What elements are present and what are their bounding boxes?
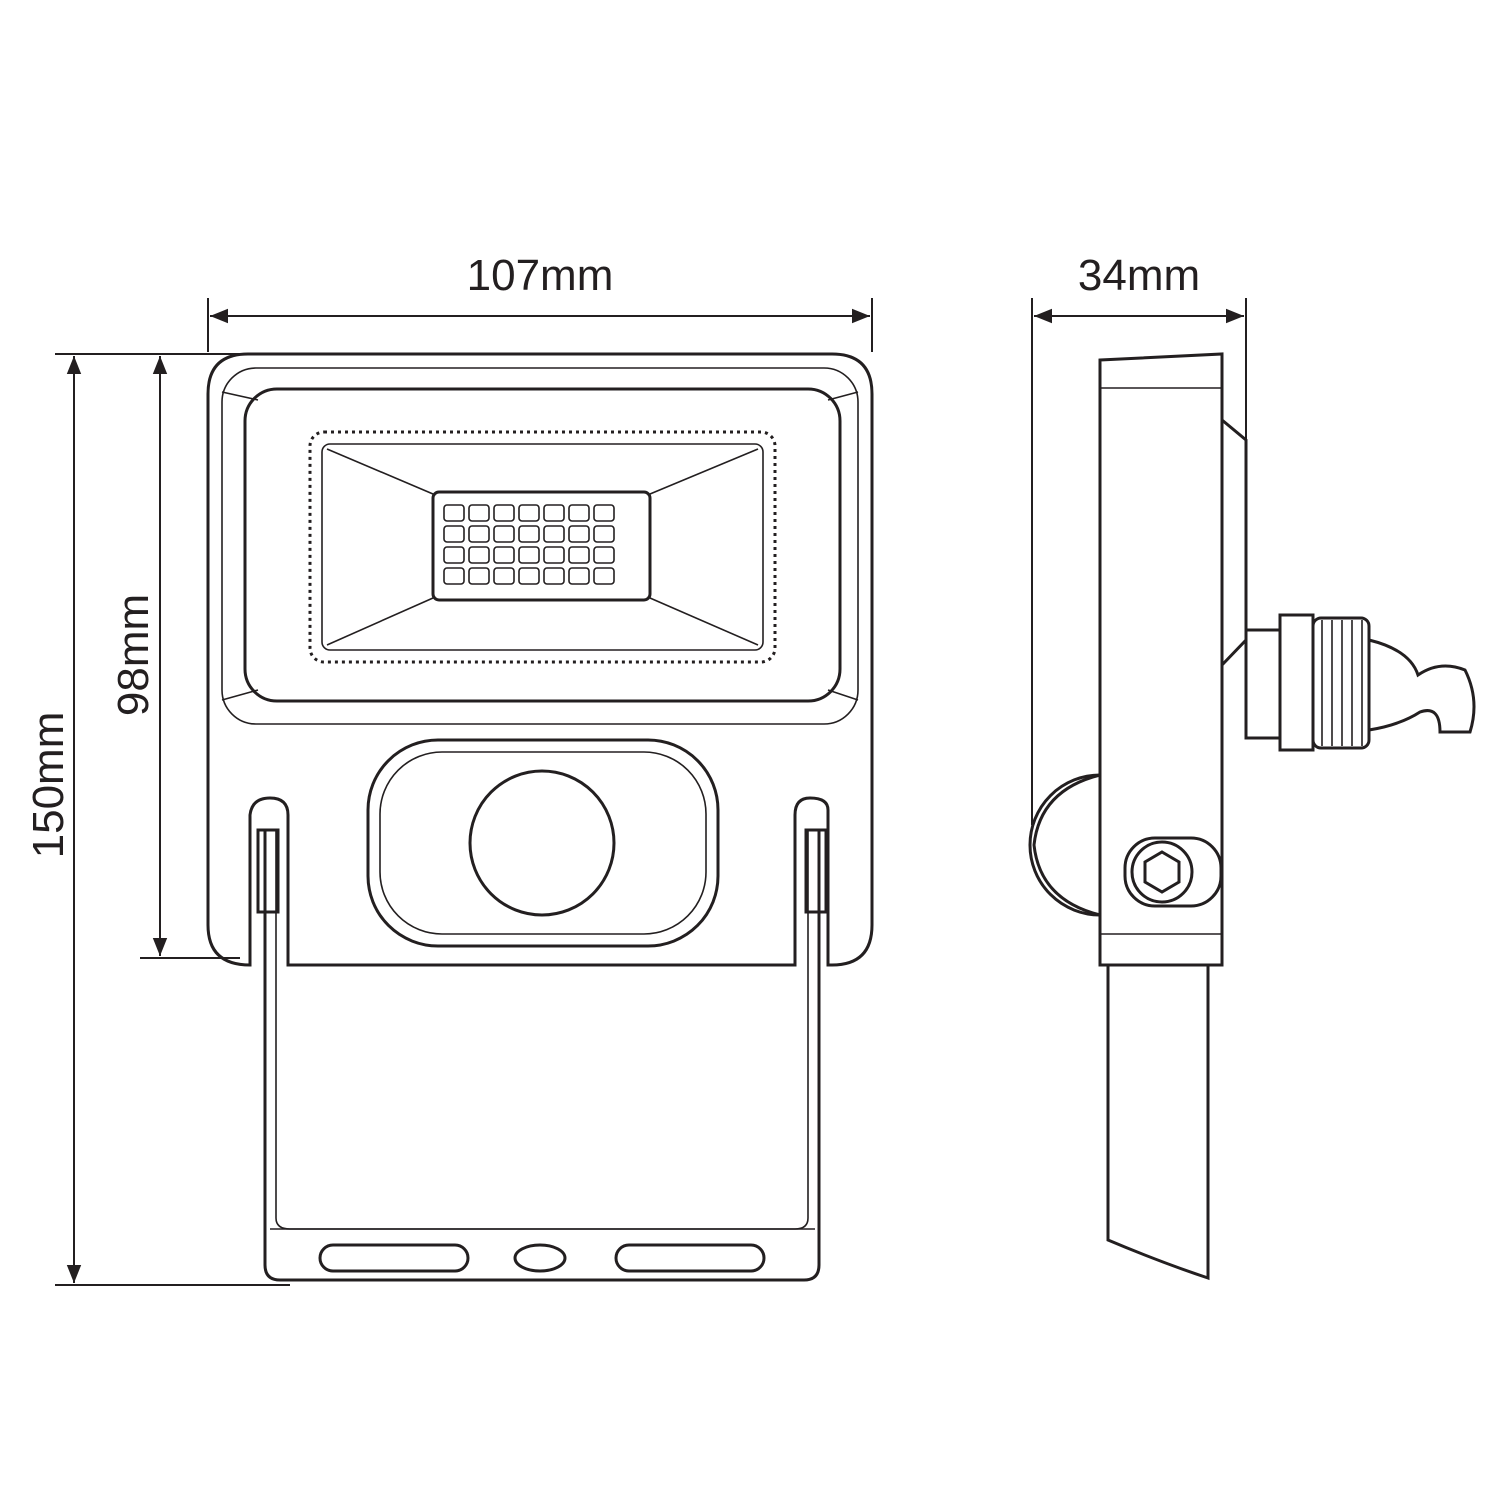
led-chip <box>443 567 465 585</box>
dimension-width: 107mm <box>207 251 873 352</box>
led-chip <box>568 567 590 585</box>
mount-slot-right <box>614 1243 766 1273</box>
side-housing <box>1098 352 1224 967</box>
hinge-right <box>804 828 828 914</box>
led-chip <box>518 546 540 564</box>
led-board <box>431 490 652 602</box>
reflector-serrated-edge <box>308 430 777 664</box>
led-chip <box>543 567 565 585</box>
led-chip <box>493 546 515 564</box>
mount-hole-center <box>513 1243 567 1273</box>
led-chip <box>593 504 615 522</box>
cable-gland <box>1244 613 1476 752</box>
hex-bolt-icon <box>1143 850 1181 894</box>
hinge-knob <box>1123 836 1223 908</box>
side-bracket <box>1106 965 1210 1281</box>
led-array <box>443 504 615 585</box>
led-chip <box>593 525 615 543</box>
led-chip <box>568 546 590 564</box>
led-chip <box>568 525 590 543</box>
depth-label: 34mm <box>1078 251 1200 300</box>
pir-sensor-lens <box>468 769 616 917</box>
hinge-left <box>256 828 280 914</box>
led-chip <box>518 525 540 543</box>
led-chip <box>593 567 615 585</box>
led-chip <box>593 546 615 564</box>
led-chip <box>518 504 540 522</box>
housing-outline <box>206 352 874 967</box>
mounting-bracket <box>263 830 821 1282</box>
dimension-body-height: 98mm <box>109 353 470 959</box>
side-heatsink <box>1220 418 1248 667</box>
side-view <box>1028 352 1476 1281</box>
led-chip <box>468 567 490 585</box>
bezel <box>221 367 859 725</box>
body-height-label: 98mm <box>109 594 158 716</box>
led-chip <box>493 504 515 522</box>
led-chip <box>468 504 490 522</box>
led-chip <box>468 525 490 543</box>
led-chip <box>443 504 465 522</box>
pir-sensor-housing <box>366 738 720 948</box>
mount-slot-left <box>318 1243 470 1273</box>
side-pir-sensor <box>1028 773 1101 917</box>
led-chip <box>543 504 565 522</box>
lens-frame <box>243 387 842 703</box>
width-label: 107mm <box>467 251 614 300</box>
front-view <box>206 352 874 1282</box>
led-chip <box>493 567 515 585</box>
led-chip <box>543 546 565 564</box>
dimension-depth: 34mm <box>1031 251 1247 825</box>
led-chip <box>568 504 590 522</box>
total-height-label: 150mm <box>24 712 73 859</box>
led-chip <box>518 567 540 585</box>
led-chip <box>543 525 565 543</box>
cable <box>1367 638 1476 734</box>
led-chip <box>493 525 515 543</box>
led-chip <box>443 525 465 543</box>
dimension-total-height: 150mm <box>24 353 290 1286</box>
led-chip <box>468 546 490 564</box>
led-chip <box>443 546 465 564</box>
reflector <box>321 443 764 651</box>
